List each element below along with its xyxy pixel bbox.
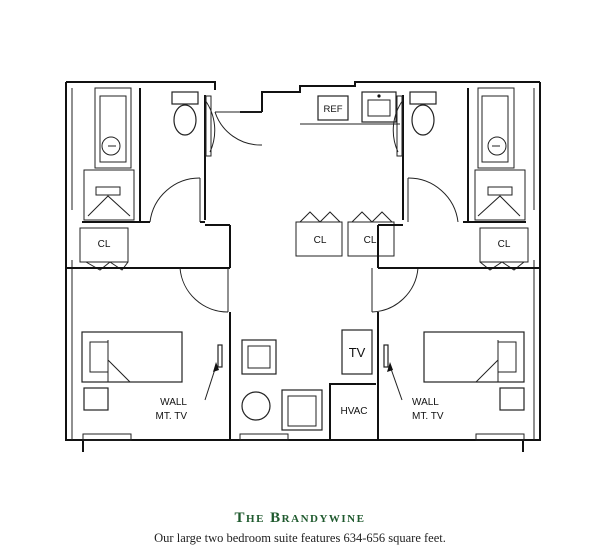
tv-cabinet (341, 329, 373, 375)
left-bedroom: CL WALL MT. TV (66, 224, 231, 440)
left-wall-tv-label-1: WALL (160, 397, 187, 408)
left-toilet-icon (171, 91, 199, 105)
left-closet-label: CL (98, 239, 111, 250)
right-bathroom (392, 87, 526, 223)
center-living: REF CL CL TV HVAC (214, 91, 419, 440)
suite-description: Our large two bedroom suite features 634… (154, 531, 446, 545)
tv-label: TV (349, 345, 366, 360)
right-bed-icon (423, 331, 525, 383)
left-bed-icon (81, 331, 183, 383)
right-sink-icon (487, 136, 507, 156)
right-bedroom: CL WALL MT. TV (377, 224, 540, 440)
right-wall-tv-label-1: WALL (412, 397, 439, 408)
floor-plan: CL WALL MT. TV REF (65, 81, 541, 452)
right-wall-tv-label-2: MT. TV (412, 411, 444, 422)
suite-title: The Brandywine (234, 510, 366, 526)
armchair (241, 339, 277, 375)
center-closet-1-label: CL (314, 235, 327, 246)
left-wall-tv-label-2: MT. TV (156, 411, 188, 422)
center-closet-2-label: CL (364, 235, 377, 246)
ref-label: REF (324, 104, 343, 115)
sofa (281, 389, 323, 431)
left-sink-icon (101, 136, 121, 156)
hvac-label: HVAC (340, 406, 367, 417)
right-closet-label: CL (498, 239, 511, 250)
round-table (241, 391, 271, 421)
right-toilet-icon (409, 91, 437, 105)
left-bathroom (82, 87, 216, 223)
refrigerator (317, 95, 349, 121)
outer-walls (65, 81, 541, 452)
